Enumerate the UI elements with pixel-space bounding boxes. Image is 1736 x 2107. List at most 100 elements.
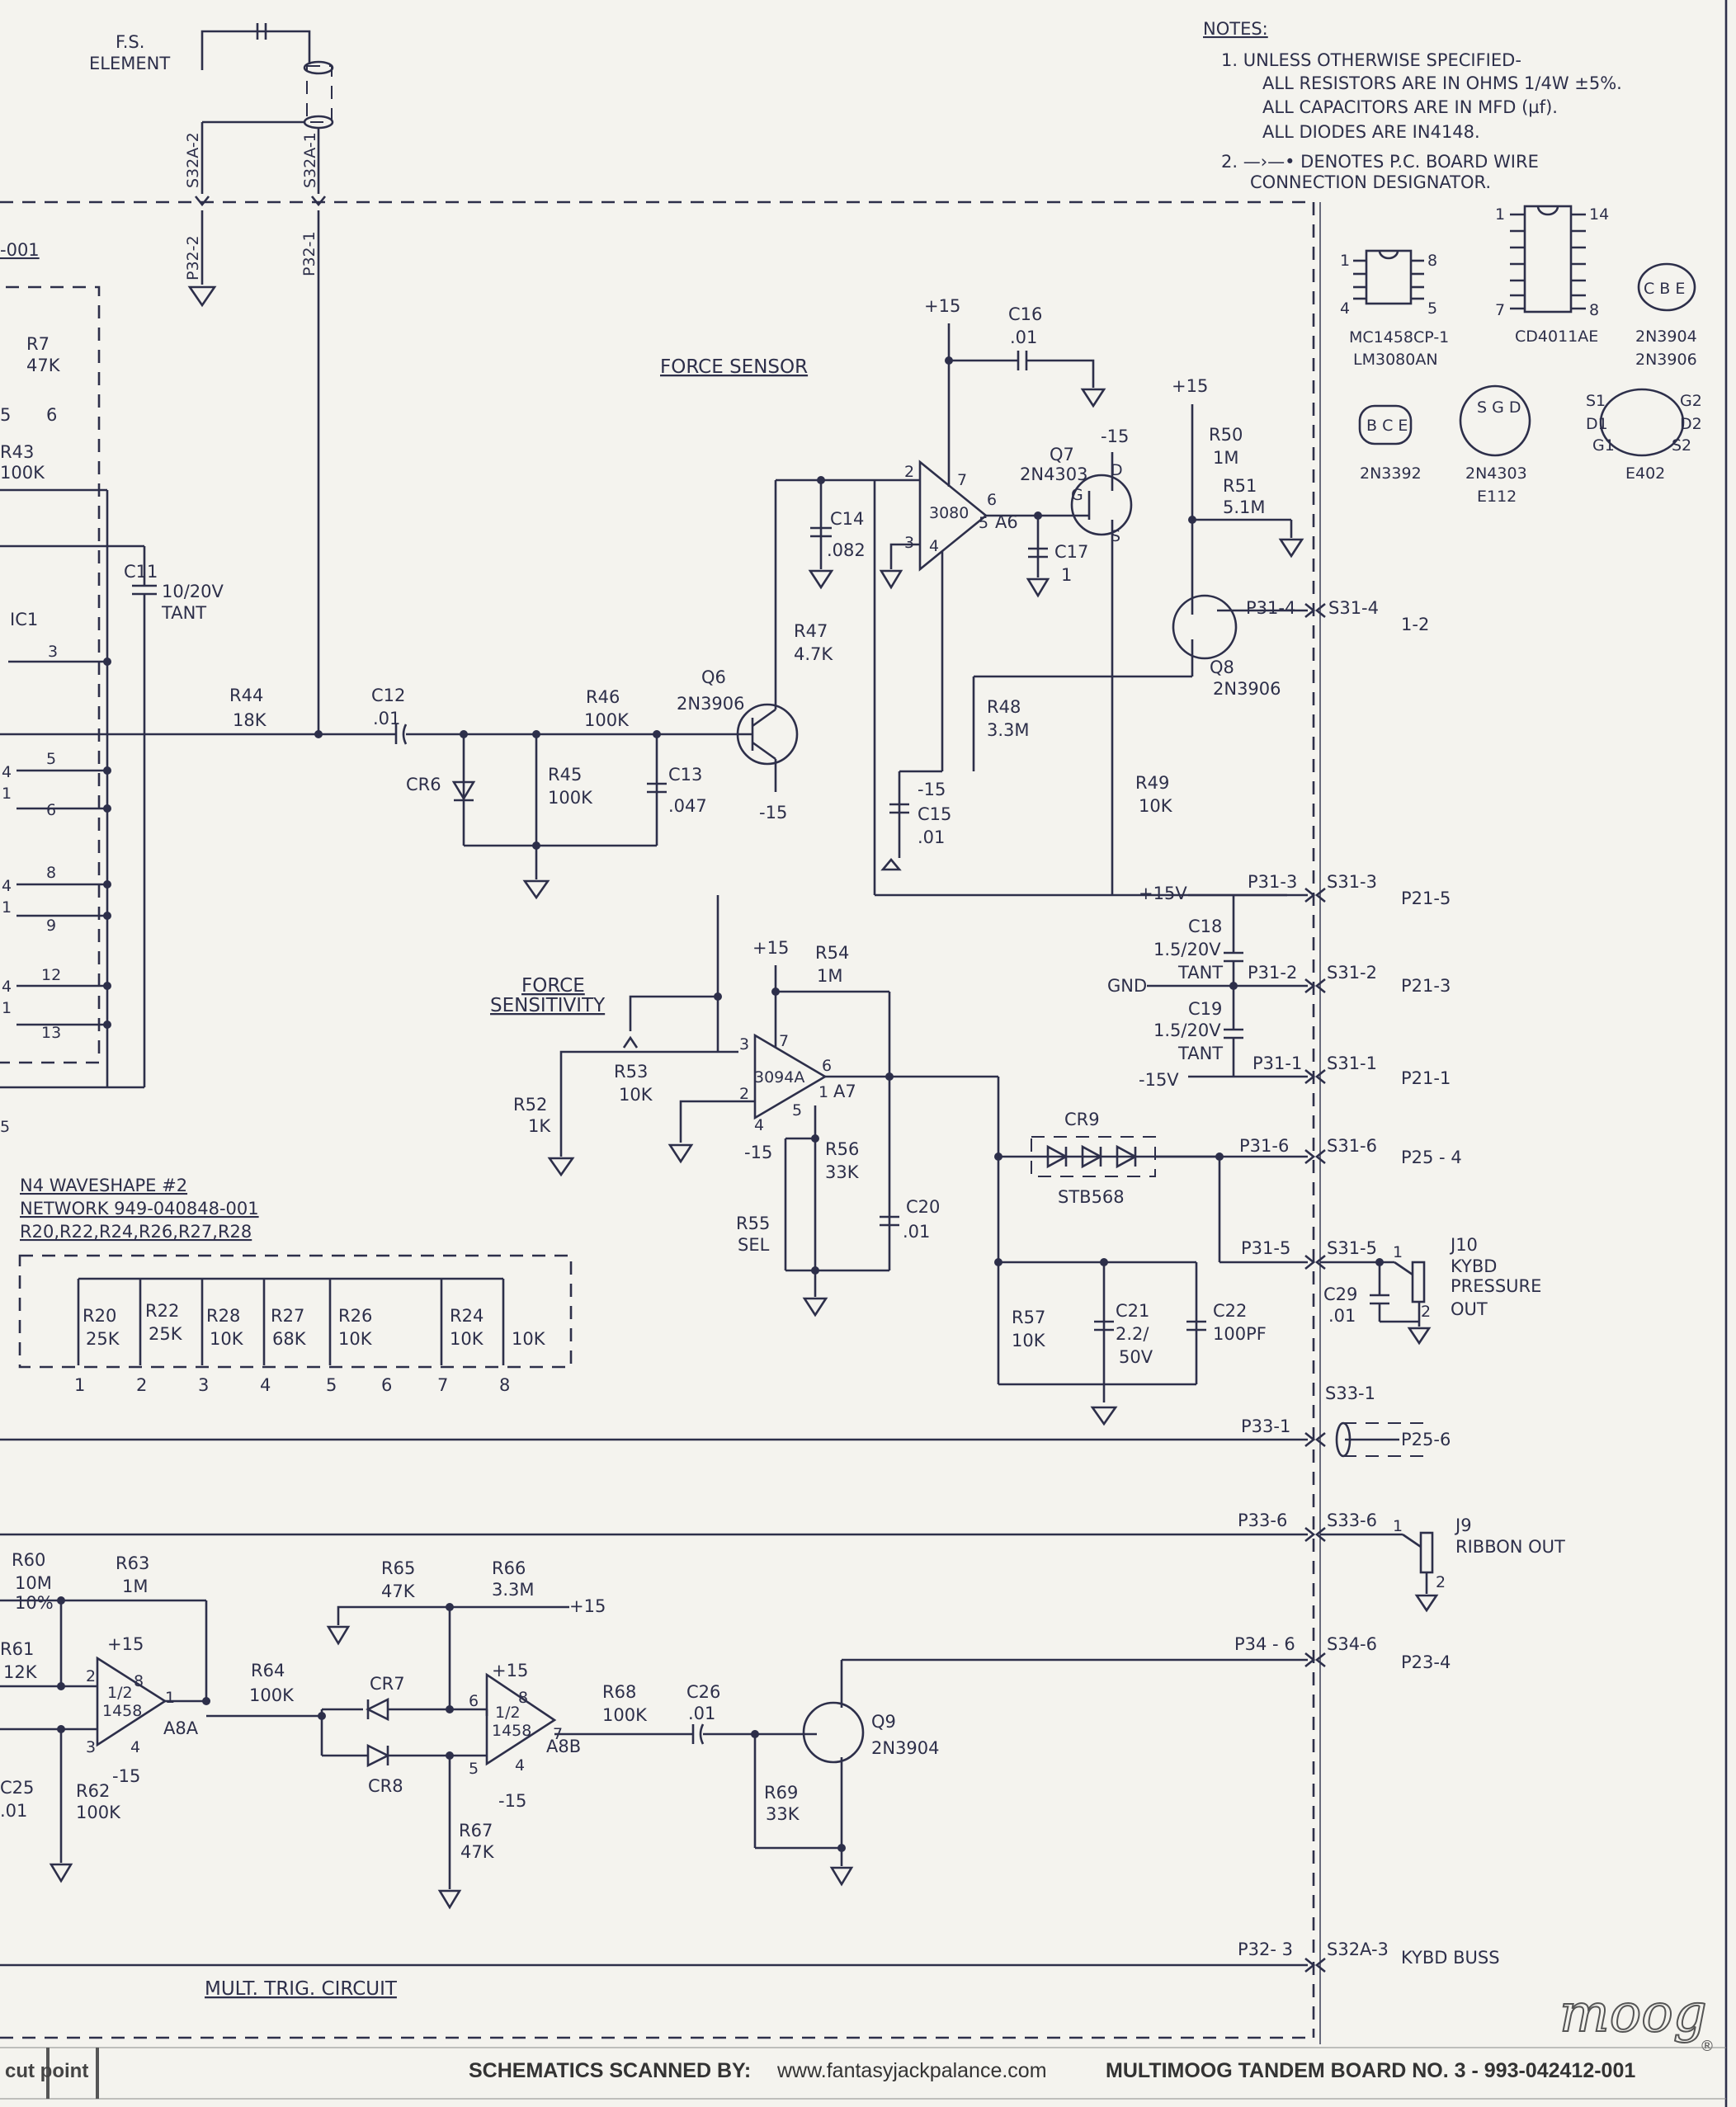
footer: cut point SCHEMATICS SCANNED BY: www.fan…	[0, 2047, 1726, 2100]
registered-mark: ®	[1700, 2038, 1715, 2055]
a6-pin4: 4	[929, 537, 939, 555]
c22-value: 100PF	[1213, 1324, 1267, 1344]
edge-connectors: P31-4 S31-4 1-2 +15V P31-3 S31-3 P21-5 C…	[0, 598, 1565, 1973]
s31-4-dest: 1-2	[1401, 615, 1429, 634]
c17-value: 1	[1061, 565, 1072, 585]
c11-value: 10/20V	[162, 582, 224, 601]
r69-value: 33K	[766, 1804, 800, 1824]
q8-transistor	[1172, 594, 1238, 660]
r66-plus15: +15	[569, 1596, 606, 1616]
r60-value: 10M	[15, 1573, 52, 1593]
lp-gate4c: 4	[2, 978, 12, 996]
p34-6-label: P34 - 6	[1234, 1634, 1295, 1654]
r56-value: 33K	[825, 1162, 860, 1182]
lp-gate1b: 1	[2, 898, 12, 917]
s31-3-label: S31-3	[1327, 872, 1377, 892]
a6-pin2: 2	[904, 463, 914, 481]
r63-label: R63	[116, 1553, 149, 1573]
r66-value: 3.3M	[492, 1580, 535, 1600]
lp-gate4a: 4	[2, 763, 12, 781]
r43-value: 100K	[0, 463, 45, 483]
r66-label: R66	[492, 1558, 526, 1578]
a6-pin3: 3	[904, 534, 914, 552]
p31-5-label: P31-5	[1241, 1238, 1290, 1258]
r43-label: R43	[0, 442, 34, 462]
mc1458-pin5: 5	[1427, 299, 1437, 318]
s31-1-label: S31-1	[1327, 1054, 1377, 1073]
q8-label: Q8	[1210, 658, 1234, 677]
s33-1-dest: P25-6	[1401, 1430, 1451, 1449]
r69-label: R69	[764, 1783, 798, 1803]
e402-d2: D2	[1680, 415, 1702, 433]
r54-label: R54	[815, 943, 849, 963]
a8a-pin1: 1	[165, 1689, 175, 1707]
scanned-by-url[interactable]: www.fantasyjackpalance.com	[776, 2059, 1047, 2082]
ic1-label: IC1	[10, 610, 38, 629]
a8a-label: A8A	[163, 1718, 199, 1738]
net-pin-7: 7	[437, 1375, 448, 1395]
r47-label: R47	[794, 621, 828, 641]
s31-6-label: S31-6	[1327, 1136, 1377, 1156]
a8a-plus15: +15	[107, 1634, 144, 1654]
q6-minus15: -15	[759, 803, 787, 823]
a7-pin7: 7	[779, 1032, 789, 1050]
p31-3-label: P31-3	[1248, 872, 1297, 892]
r45-label: R45	[548, 765, 582, 785]
waveshape-network: N4 WAVESHAPE #2 NETWORK 949-040848-001 R…	[18, 1176, 573, 1395]
a8b-ic-1: 1/2	[495, 1704, 521, 1722]
r62-value: 100K	[76, 1803, 121, 1822]
c20-value: .01	[903, 1222, 930, 1242]
moog-logo: moog ®	[1559, 1982, 1715, 2055]
r20-value: 25K	[86, 1329, 120, 1349]
lp-pin6b: 6	[46, 801, 56, 819]
p31-4-label: P31-4	[1246, 598, 1295, 618]
scanned-by-label: SCHEMATICS SCANNED BY:	[469, 2059, 751, 2082]
s31-6-dest: P25 - 4	[1401, 1148, 1462, 1167]
force-sensitivity-circuit: FORCE SENSITIVITY R53 10K R52 1K 3094A A…	[490, 895, 1267, 1426]
r47-value: 4.7K	[794, 644, 833, 664]
a8a-pin2: 2	[86, 1667, 96, 1685]
p32-2-label: P32-2	[184, 235, 202, 280]
gnd-label: GND	[1107, 976, 1147, 996]
net-pin-5: 5	[326, 1375, 337, 1395]
s31-5-label: S31-5	[1327, 1238, 1377, 1258]
e402-d1: D1	[1586, 415, 1608, 433]
a8b-pin6: 6	[469, 1692, 479, 1710]
notes-block: NOTES: 1. UNLESS OTHERWISE SPECIFIED- AL…	[1203, 19, 1622, 192]
net-pin-8: 8	[499, 1375, 510, 1395]
c16-label: C16	[1008, 304, 1042, 324]
to92-3392-outline	[1358, 404, 1413, 445]
a8b-pin5: 5	[469, 1760, 479, 1778]
net-pin-2: 2	[136, 1375, 147, 1395]
net-pin-6: 6	[381, 1375, 392, 1395]
cr9-type: STB568	[1058, 1187, 1125, 1207]
r67-value: 47K	[460, 1842, 495, 1862]
p33-6-label: P33-6	[1238, 1511, 1287, 1530]
shielded-cable	[306, 65, 333, 123]
p32-3-label: P32- 3	[1238, 1940, 1293, 1959]
s31-2-dest: P21-3	[1401, 976, 1451, 996]
r61-value: 12K	[3, 1662, 38, 1682]
note-1c: ALL CAPACITORS ARE IN MFD (µf).	[1262, 97, 1558, 117]
r55-label: R55	[736, 1214, 770, 1233]
c13-label: C13	[668, 765, 702, 785]
waveshape-line-2: NETWORK 949-040848-001	[20, 1199, 259, 1218]
r7-label: R7	[26, 334, 50, 354]
r27-value: 68K	[272, 1329, 307, 1349]
c12-value: .01	[373, 709, 400, 728]
r46-value: 100K	[584, 710, 630, 730]
r49-value: 10K	[1139, 796, 1173, 816]
c29-label: C29	[1323, 1284, 1357, 1304]
q7-drain: D	[1111, 461, 1123, 479]
lp-pin8: 8	[46, 864, 56, 882]
j9-pin1: 1	[1393, 1517, 1403, 1535]
mult-trig-circuit: MULT. TRIG. CIRCUIT R60 10M 10% R63 1M R…	[0, 1550, 940, 2000]
c13-value: .047	[668, 796, 707, 816]
notes-heading: NOTES:	[1203, 19, 1268, 39]
force-sensor-circuit: FORCE SENSOR R44 18K C12 .01 R46 100K CR…	[229, 296, 1304, 900]
a7-minus15: -15	[744, 1143, 772, 1162]
a8b-minus15: -15	[498, 1791, 526, 1811]
r51-value: 5.1M	[1223, 497, 1266, 517]
to5-e402-outline	[1599, 388, 1685, 457]
